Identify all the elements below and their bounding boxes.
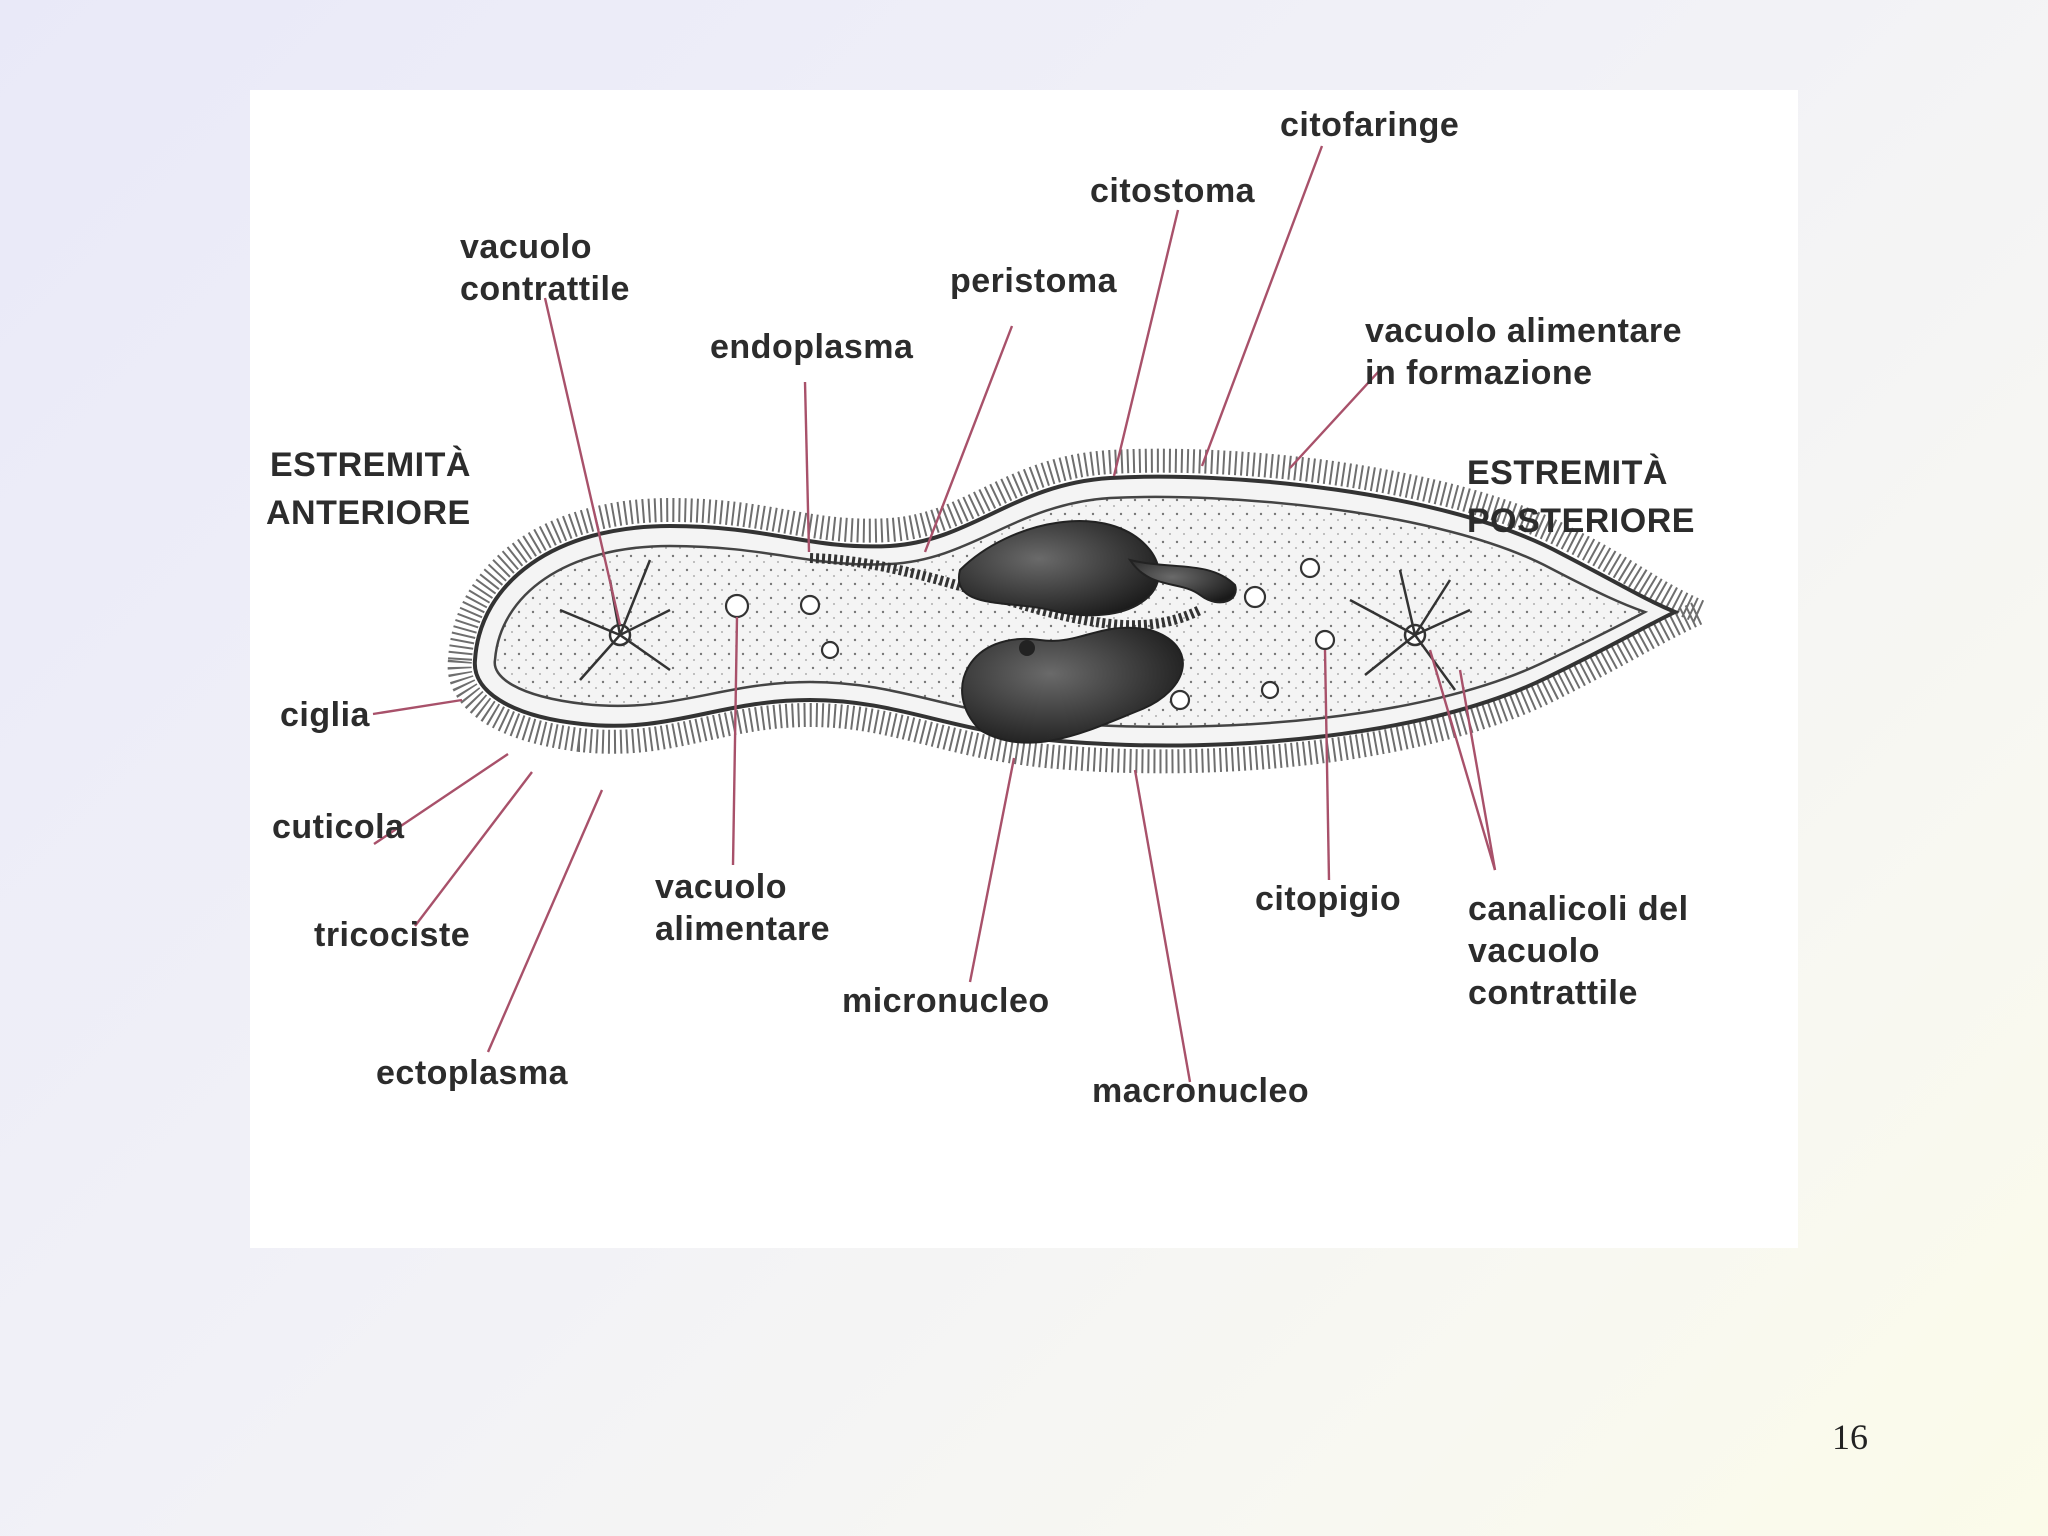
peristome-groove: [809, 553, 1203, 631]
label-citostoma: citostoma: [1090, 172, 1256, 210]
label-endoplasma: endoplasma: [710, 328, 914, 366]
label-cuticola: cuticola: [272, 808, 405, 846]
cytopharynx: [1127, 558, 1237, 604]
paramecium-figure: citofaringe citostoma vacuolo contrattil…: [250, 90, 1798, 1248]
label-canalicoli-line3: contrattile: [1468, 974, 1638, 1012]
posterior-contractile-vacuole: [1349, 569, 1471, 691]
label-posteriore-line1: ESTREMITÀ: [1467, 454, 1668, 492]
label-vacuolo-contrattile-line2: contrattile: [460, 270, 630, 308]
label-citofaringe: citofaringe: [1280, 106, 1459, 144]
label-canalicoli-line2: vacuolo: [1468, 932, 1600, 970]
page-number: 16: [1832, 1417, 1868, 1457]
label-micronucleo: micronucleo: [842, 982, 1050, 1020]
macronucleus: [957, 520, 1160, 617]
paramecium-diagram: citofaringe citostoma vacuolo contrattil…: [266, 106, 1730, 1110]
label-vacuolo-alimentare-line2: alimentare: [655, 910, 830, 948]
leader-lines: [372, 145, 1497, 1083]
micronucleus-dot: [1019, 640, 1035, 656]
label-ciglia: ciglia: [280, 696, 371, 734]
labels: citofaringe citostoma vacuolo contrattil…: [266, 106, 1695, 1110]
label-posteriore-line2: POSTERIORE: [1467, 502, 1695, 540]
label-vacuolo-formazione-line2: in formazione: [1365, 354, 1593, 392]
label-anteriore-line2: ANTERIORE: [266, 494, 471, 532]
label-vacuolo-alimentare-line1: vacuolo: [655, 868, 787, 906]
food-vacuoles: [724, 557, 1336, 711]
cilia-fringe: [447, 448, 1730, 774]
label-vacuolo-formazione-line1: vacuolo alimentare: [1365, 312, 1682, 350]
label-macronucleo: macronucleo: [1092, 1072, 1309, 1110]
label-citopigio: citopigio: [1255, 880, 1401, 918]
label-vacuolo-contrattile-line1: vacuolo: [460, 228, 592, 266]
label-tricociste: tricociste: [314, 916, 470, 954]
label-peristoma: peristoma: [950, 262, 1118, 300]
label-anteriore-line1: ESTREMITÀ: [270, 446, 471, 484]
lower-nucleus: [961, 626, 1184, 744]
label-canalicoli-line1: canalicoli del: [1468, 890, 1689, 928]
label-ectoplasma: ectoplasma: [376, 1054, 569, 1092]
